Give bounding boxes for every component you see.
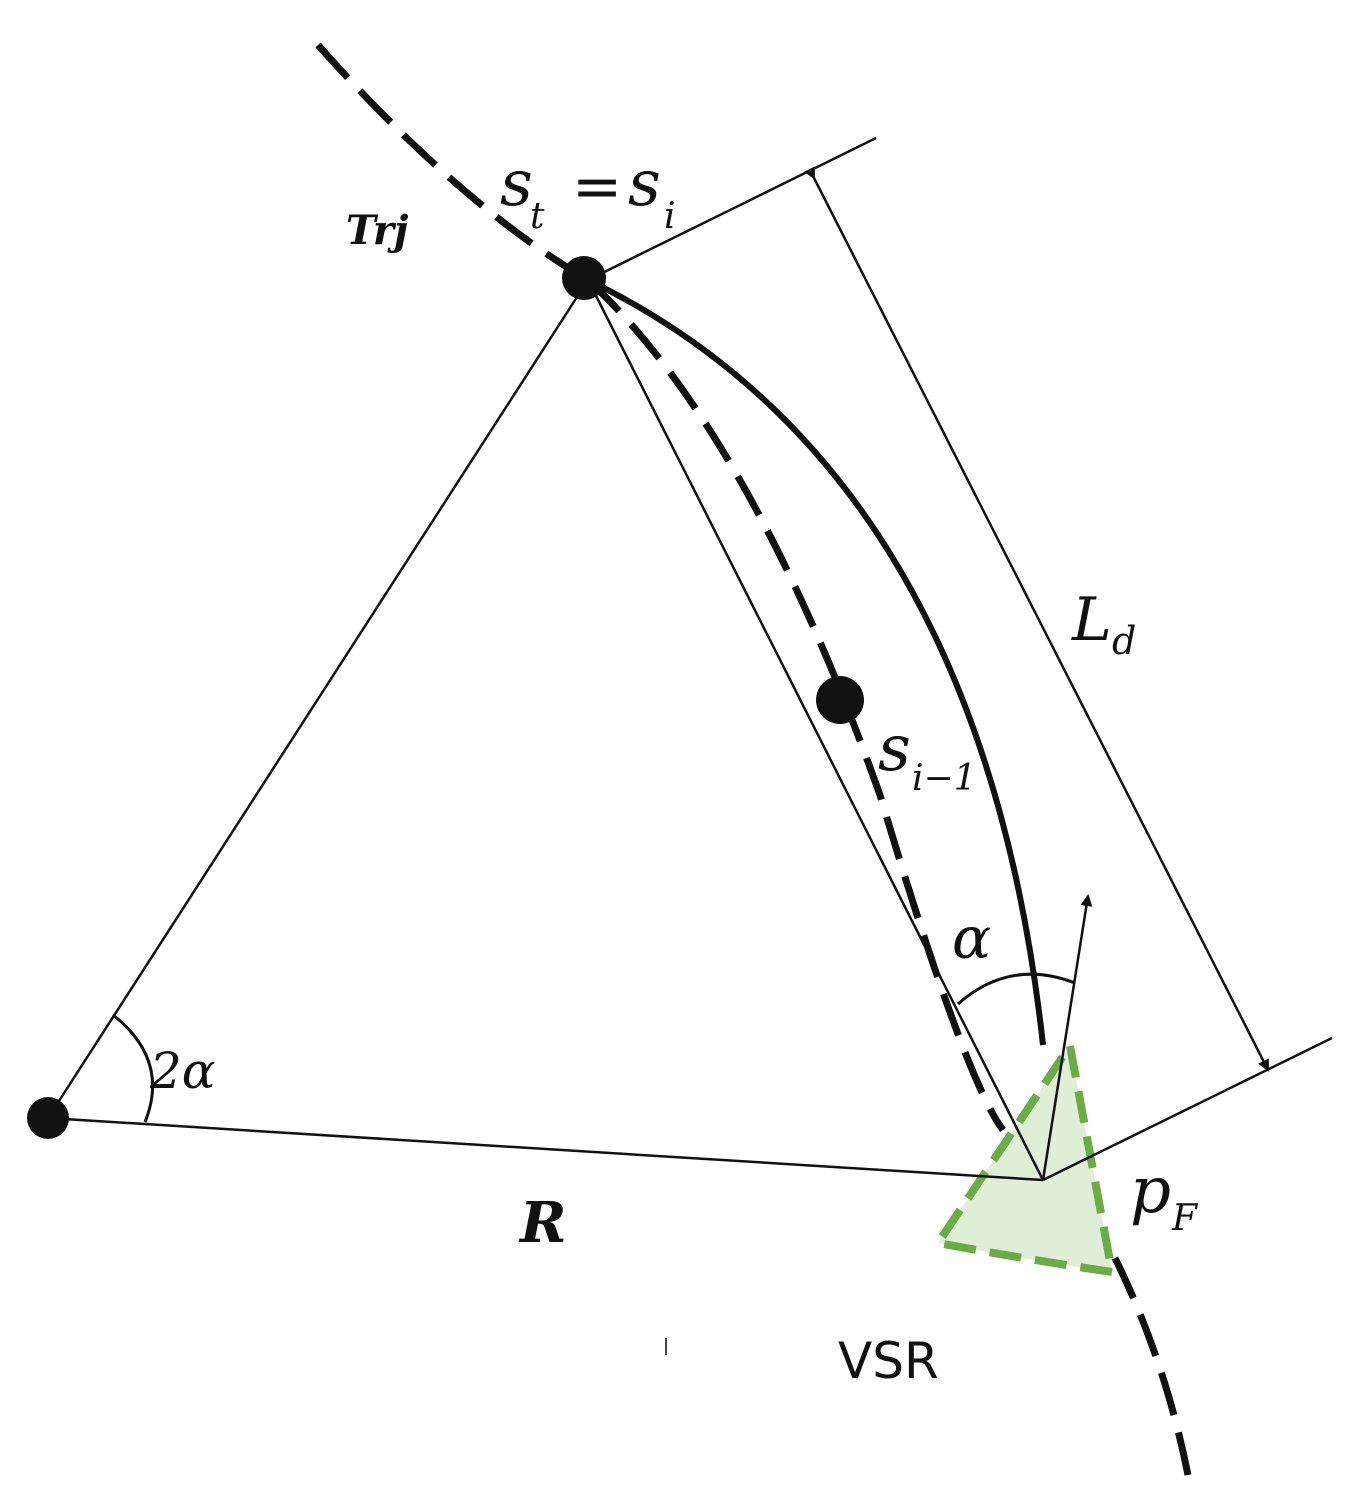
radius-line-bottom (47, 1116, 1044, 1182)
trajectory-label: Trj (346, 207, 409, 254)
svg-text:=: = (572, 152, 622, 222)
previous-point-label: s i−1 (878, 712, 977, 799)
trajectory-path-lower (1111, 1256, 1192, 1476)
svg-text:F: F (1171, 1198, 1199, 1239)
svg-text:s: s (500, 147, 533, 221)
svg-text:t: t (530, 196, 545, 237)
vsr-label: VSR (838, 1332, 939, 1390)
two-alpha-label: 2α (149, 1042, 216, 1100)
ld-extension-top (587, 136, 877, 282)
target-point (562, 256, 606, 300)
radius-label: R (518, 1190, 567, 1256)
center-point (27, 1097, 69, 1139)
svg-text:d: d (1112, 619, 1136, 663)
svg-text:L: L (1071, 585, 1112, 655)
trajectory-path (315, 42, 590, 284)
ld-dimension-arrow (804, 166, 1270, 1072)
trajectory-path-mid (585, 277, 1006, 1133)
vehicle-position-label: p F (1130, 1154, 1199, 1239)
alpha-angle-arc (957, 972, 1076, 1006)
svg-text:i: i (664, 196, 676, 237)
svg-text:s: s (628, 147, 661, 221)
svg-text:i−1: i−1 (912, 758, 977, 799)
radius-line-top (46, 279, 590, 1119)
lookahead-label: L d (1071, 585, 1136, 663)
svg-text:p: p (1130, 1154, 1171, 1228)
heading-arrow (1041, 894, 1093, 1181)
target-equation-label: s t = s i (500, 147, 676, 237)
two-alpha-angle-arc (112, 1013, 155, 1123)
svg-text:s: s (878, 712, 911, 786)
vsr-region (931, 1035, 1117, 1277)
previous-point (816, 676, 864, 724)
alpha-label: α (952, 904, 991, 972)
ld-extension-bottom (1042, 1036, 1333, 1182)
